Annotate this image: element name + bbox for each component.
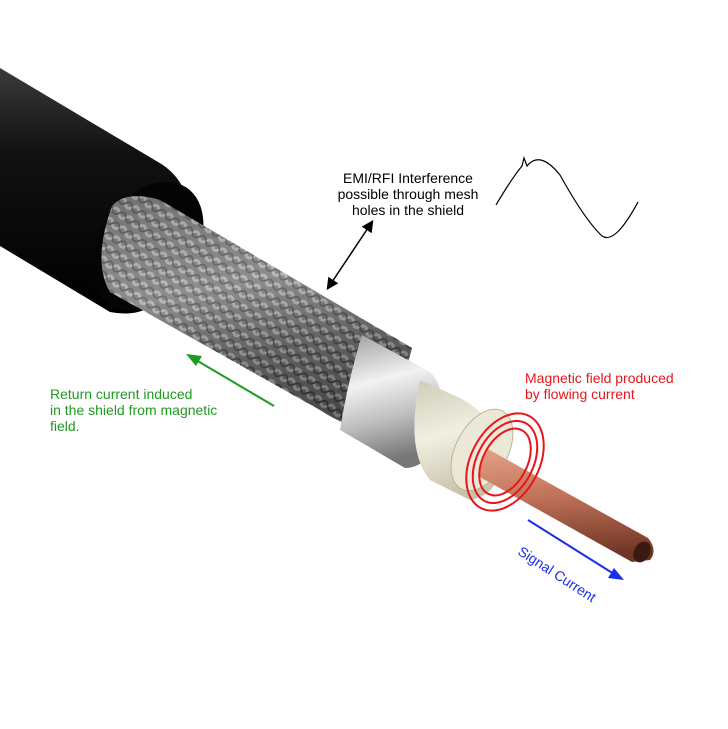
emi-label-line-2: possible through mesh	[337, 186, 479, 202]
magnetic-label-line-1: Magnetic field produced	[525, 370, 674, 386]
braided-shield	[101, 196, 412, 434]
emi-label-line-1: EMI/RFI Interference	[343, 170, 473, 186]
magnetic-field-rings	[465, 412, 545, 512]
magnetic-field-label: Magnetic field produced by flowing curre…	[525, 370, 674, 402]
return-label-line-2: in the shield from magnetic	[50, 402, 218, 418]
emi-label-line-3: holes in the shield	[351, 202, 465, 218]
return-current-label: Return current induced in the shield fro…	[50, 386, 217, 434]
copper-conductor	[478, 448, 654, 563]
return-label-line-3: field.	[50, 418, 80, 434]
signal-current-arrow	[527, 519, 624, 580]
magnetic-label-line-2: by flowing current	[525, 386, 635, 402]
emi-arrow	[326, 220, 374, 290]
return-label-line-1: Return current induced	[50, 386, 193, 402]
return-current-arrow	[186, 354, 275, 407]
emi-interference-label: EMI/RFI Interference possible through me…	[318, 170, 498, 218]
interference-wave-icon	[495, 155, 639, 239]
